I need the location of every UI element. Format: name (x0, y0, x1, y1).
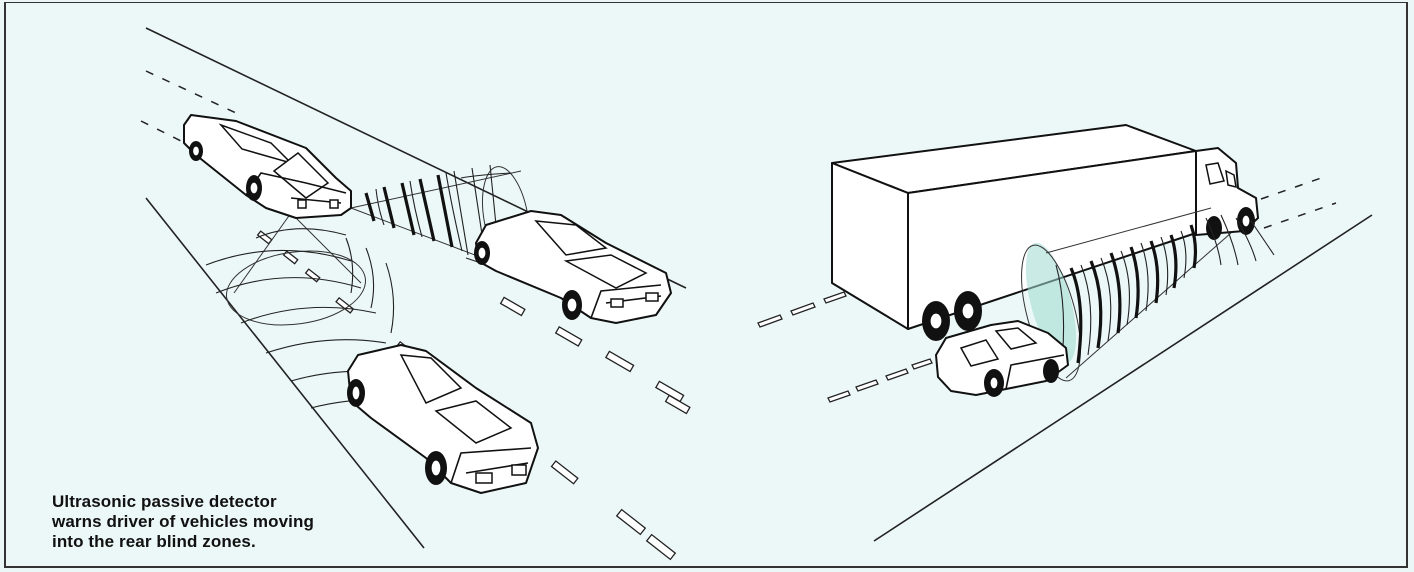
car-upper-left (183, 114, 352, 219)
illustration-frame: Ultrasonic passive detector warns driver… (4, 2, 1408, 568)
left-scene (140, 27, 691, 561)
figure-caption: Ultrasonic passive detector warns driver… (52, 492, 314, 551)
car-bottom (347, 344, 539, 494)
left-lane-marking-mid (140, 120, 182, 142)
left-lane-marking-upper (145, 70, 237, 114)
right-scene (757, 124, 1373, 542)
truck-detection-beam (1021, 207, 1275, 382)
right-lane-marking-lower (1263, 202, 1337, 229)
right-lane-dashes (757, 291, 933, 403)
car-beside-truck (935, 320, 1069, 397)
right-road-edge-bottom (873, 214, 1373, 542)
car-upper-right (474, 210, 672, 324)
blind-zone-illustration (140, 27, 1373, 561)
left-road-edge-bottom (145, 197, 425, 549)
semi-truck (831, 124, 1259, 341)
right-lane-marking-upper (1260, 176, 1325, 200)
